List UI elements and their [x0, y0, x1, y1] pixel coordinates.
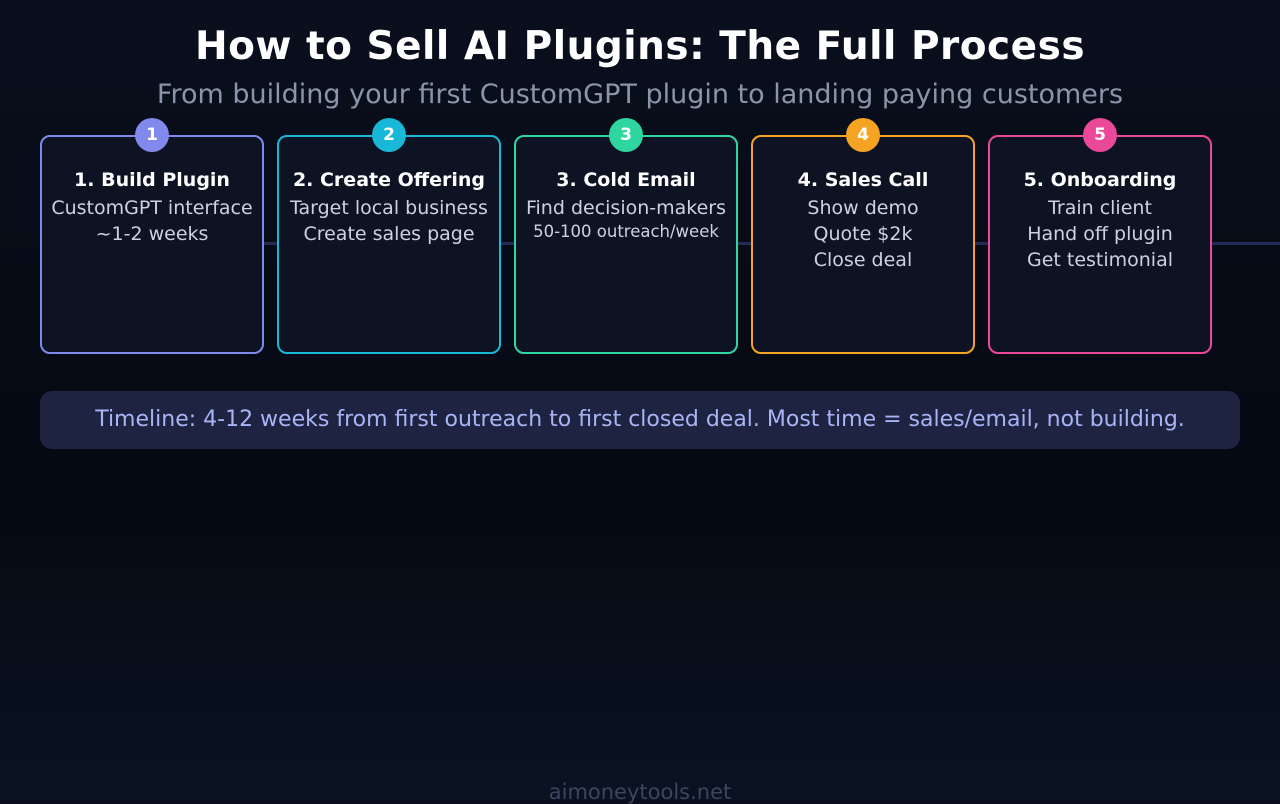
- step-detail-line: Target local business: [290, 197, 488, 219]
- step-number-badge: 4: [846, 118, 880, 152]
- step-card-5: 5 5. Onboarding Train client Hand off pl…: [988, 118, 1212, 354]
- step-number-badge: 1: [135, 118, 169, 152]
- step-card-content: 3. Cold Email Find decision-makers 50-10…: [516, 137, 736, 242]
- step-number-badge: 3: [609, 118, 643, 152]
- step-number-badge: 2: [372, 118, 406, 152]
- step-detail-line: Get testimonial: [1026, 249, 1174, 271]
- step-detail-line: 50-100 outreach/week: [533, 222, 719, 241]
- step-title: 3. Cold Email: [556, 169, 696, 191]
- step-detail-line: Train client: [1048, 197, 1152, 219]
- timeline-banner: Timeline: 4-12 weeks from first outreach…: [40, 391, 1240, 449]
- step-title: 1. Build Plugin: [74, 169, 230, 191]
- page-subtitle: From building your first CustomGPT plugi…: [156, 79, 1124, 110]
- step-detail-line: Quote $2k: [813, 223, 913, 245]
- step-title: 2. Create Offering: [292, 169, 486, 191]
- step-cards-row: 1 1. Build Plugin CustomGPT interface ~1…: [40, 118, 1212, 354]
- step-detail-line: Create sales page: [303, 223, 475, 245]
- step-card-content: 1. Build Plugin CustomGPT interface ~1-2…: [42, 137, 262, 247]
- step-detail-line: CustomGPT interface: [51, 197, 253, 219]
- step-title: 5. Onboarding: [1023, 169, 1177, 191]
- step-detail-line: Find decision-makers: [525, 197, 727, 219]
- step-card-content: 5. Onboarding Train client Hand off plug…: [990, 137, 1210, 273]
- page-title: How to Sell AI Plugins: The Full Process: [194, 24, 1086, 69]
- step-detail-line: Hand off plugin: [1027, 223, 1173, 245]
- header: How to Sell AI Plugins: The Full Process…: [0, 0, 1280, 111]
- process-flow: 1 1. Build Plugin CustomGPT interface ~1…: [0, 118, 1280, 354]
- step-card-4: 4 4. Sales Call Show demo Quote $2k Clos…: [751, 118, 975, 354]
- step-detail-line: ~1-2 weeks: [95, 223, 209, 245]
- step-detail-line: Show demo: [807, 197, 919, 219]
- step-number-badge: 5: [1083, 118, 1117, 152]
- step-title: 4. Sales Call: [797, 169, 929, 191]
- step-card-2: 2 2. Create Offering Target local busine…: [277, 118, 501, 354]
- step-card-content: 4. Sales Call Show demo Quote $2k Close …: [753, 137, 973, 273]
- step-card-1: 1 1. Build Plugin CustomGPT interface ~1…: [40, 118, 264, 354]
- step-card-3: 3 3. Cold Email Find decision-makers 50-…: [514, 118, 738, 354]
- step-card-content: 2. Create Offering Target local business…: [279, 137, 499, 247]
- step-detail-line: Close deal: [813, 249, 913, 271]
- footer-site-url: aimoneytools.net: [548, 780, 732, 804]
